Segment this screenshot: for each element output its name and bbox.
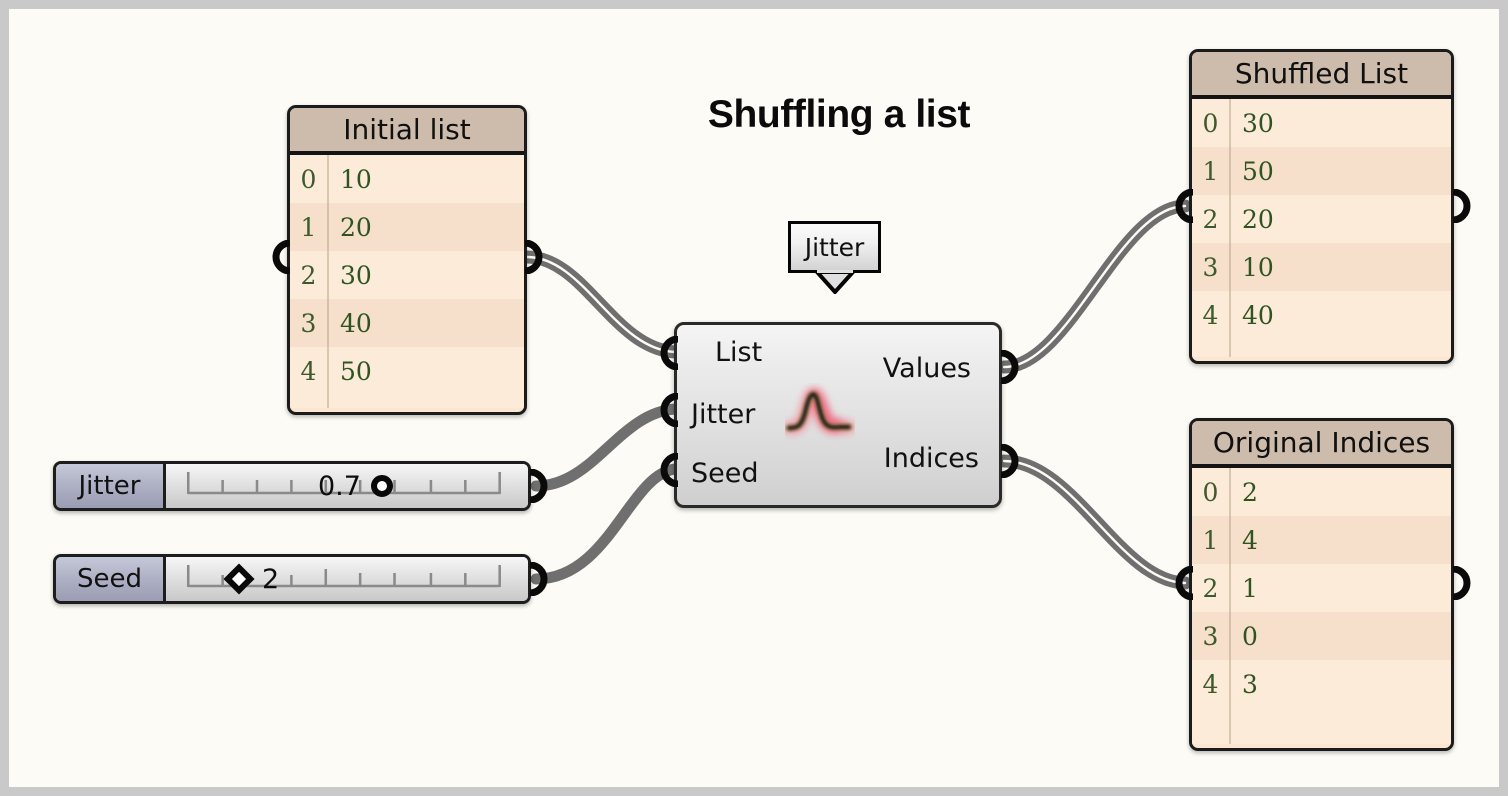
- row-value: 0: [1242, 621, 1258, 651]
- table-row[interactable]: 4 3: [1192, 660, 1451, 708]
- column-divider: [327, 155, 329, 408]
- row-value: 4: [1242, 525, 1258, 555]
- table-row[interactable]: 2 1: [1192, 564, 1451, 612]
- row-index: 1: [1202, 156, 1219, 186]
- row-value: 50: [1242, 156, 1274, 186]
- slider-jitter-ticks: [186, 472, 501, 495]
- balloon-tail-icon: [815, 270, 855, 294]
- row-value: 1: [1242, 573, 1258, 603]
- row-index: 3: [1202, 621, 1219, 651]
- panel-original-indices[interactable]: Original Indices 0 2 1 4 2 1 3 0 4 3: [1189, 418, 1454, 751]
- panel-original-indices-title: Original Indices: [1192, 421, 1451, 468]
- row-index: 4: [1202, 300, 1219, 330]
- row-index: 3: [300, 308, 317, 338]
- row-index: 4: [300, 356, 317, 386]
- component-nickname-balloon[interactable]: Jitter: [788, 221, 881, 273]
- row-value: 10: [340, 164, 372, 194]
- table-row[interactable]: 3 40: [290, 299, 524, 347]
- panel-original-indices-body: 0 2 1 4 2 1 3 0 4 3: [1192, 468, 1451, 744]
- output-label-indices: Indices: [883, 443, 979, 474]
- slider-jitter-handle[interactable]: [370, 475, 393, 497]
- slider-seed[interactable]: Seed 2: [53, 554, 531, 604]
- table-row[interactable]: 4 40: [1192, 291, 1451, 339]
- table-row[interactable]: 4 50: [290, 347, 524, 395]
- jitter-curve-icon: [785, 388, 855, 434]
- table-row[interactable]: 0 10: [290, 155, 524, 203]
- row-value: 50: [340, 356, 372, 386]
- input-label-list: List: [715, 337, 763, 368]
- wire-indices-to-original-indices: [997, 454, 1192, 590]
- table-row[interactable]: 0 2: [1192, 468, 1451, 516]
- row-index: 2: [1202, 204, 1219, 234]
- row-index: 0: [300, 164, 317, 194]
- input-label-jitter: Jitter: [691, 399, 756, 430]
- table-row[interactable]: 2 20: [1192, 195, 1451, 243]
- output-label-values: Values: [882, 353, 971, 384]
- table-row[interactable]: 0 30: [1192, 99, 1451, 147]
- row-value: 20: [1242, 204, 1274, 234]
- row-value: 3: [1242, 669, 1258, 699]
- panel-initial-list[interactable]: Initial list 0 10 1 20 2 30 3 40 4 50: [287, 105, 527, 415]
- table-row[interactable]: 3 0: [1192, 612, 1451, 660]
- slider-seed-value: 2: [262, 563, 280, 595]
- slider-jitter-track[interactable]: 0.7: [166, 464, 528, 508]
- row-index: 3: [1202, 252, 1219, 282]
- row-index: 2: [300, 260, 317, 290]
- slider-seed-handle[interactable]: [223, 563, 255, 595]
- shuffle-component-node[interactable]: List Jitter Seed Values Indices: [674, 322, 1002, 508]
- table-row[interactable]: 1 4: [1192, 516, 1451, 564]
- column-divider: [1229, 468, 1231, 744]
- wire-seed-slider-to-seed-input: [530, 463, 681, 585]
- column-divider: [1229, 99, 1231, 357]
- table-row[interactable]: 1 20: [290, 203, 524, 251]
- table-row[interactable]: 1 50: [1192, 147, 1451, 195]
- row-value: 10: [1242, 252, 1274, 282]
- row-index: 2: [1202, 573, 1219, 603]
- slider-jitter-label: Jitter: [56, 464, 166, 508]
- panel-initial-list-body: 0 10 1 20 2 30 3 40 4 50: [290, 155, 524, 408]
- row-index: 4: [1202, 669, 1219, 699]
- table-row[interactable]: 2 30: [290, 251, 524, 299]
- row-index: 1: [1202, 525, 1219, 555]
- wire-initial-list-to-list-input: [520, 250, 682, 359]
- panel-shuffled-list-body: 0 30 1 50 2 20 3 10 4 40: [1192, 99, 1451, 357]
- input-label-seed: Seed: [691, 458, 759, 489]
- row-index: 0: [1202, 108, 1219, 138]
- row-value: 40: [340, 308, 372, 338]
- wire-values-to-shuffled-list: [997, 199, 1192, 374]
- slider-seed-handle-group[interactable]: 2: [223, 557, 280, 601]
- panel-shuffled-list[interactable]: Shuffled List 0 30 1 50 2 20 3 10 4 40: [1189, 49, 1454, 364]
- slider-seed-label: Seed: [56, 557, 166, 601]
- slider-seed-ticks: [186, 565, 501, 588]
- row-index: 0: [1202, 477, 1219, 507]
- row-value: 2: [1242, 477, 1258, 507]
- row-index: 1: [300, 212, 317, 242]
- slider-seed-track[interactable]: 2: [166, 557, 528, 601]
- row-value: 30: [1242, 108, 1274, 138]
- row-value: 40: [1242, 300, 1274, 330]
- row-value: 30: [340, 260, 372, 290]
- row-value: 20: [340, 212, 372, 242]
- panel-shuffled-list-title: Shuffled List: [1192, 52, 1451, 99]
- table-row[interactable]: 3 10: [1192, 243, 1451, 291]
- slider-jitter-value: 0.7: [318, 470, 361, 502]
- page-title: Shuffling a list: [707, 93, 971, 136]
- slider-jitter[interactable]: Jitter 0.7: [53, 461, 531, 511]
- wire-jitter-slider-to-jitter-input: [530, 403, 681, 492]
- panel-initial-list-title: Initial list: [290, 108, 524, 155]
- slider-jitter-handle-group[interactable]: 0.7: [318, 464, 393, 508]
